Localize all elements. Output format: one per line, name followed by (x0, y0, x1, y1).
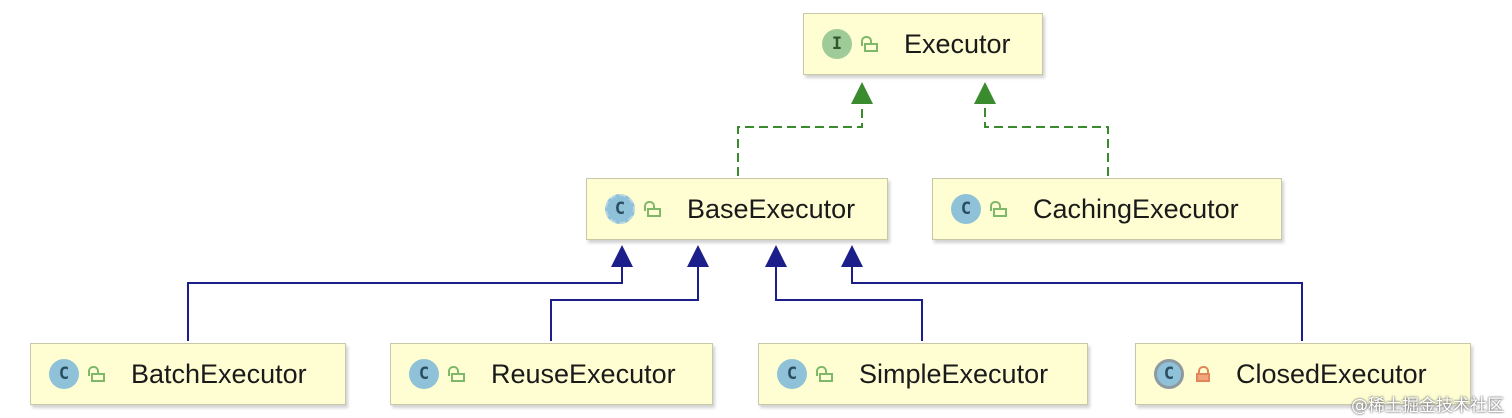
extends-edge-batch-executor (187, 245, 633, 341)
interface-icon: I (822, 29, 852, 59)
class-icon: C (951, 194, 981, 224)
extends-edge-closed-executor (841, 245, 1303, 341)
extends-edge-simple-executor (765, 245, 923, 341)
unlocked-icon (861, 36, 878, 52)
node-batch-executor[interactable]: C BatchExecutor (30, 343, 346, 405)
node-label: ReuseExecutor (491, 358, 676, 389)
class-icon: C (49, 359, 79, 389)
node-simple-executor[interactable]: C SimpleExecutor (758, 343, 1088, 405)
node-label: BatchExecutor (131, 358, 307, 389)
unlocked-icon (644, 201, 661, 217)
node-closed-executor[interactable]: C ClosedExecutor (1135, 343, 1471, 405)
unlocked-icon (990, 201, 1007, 217)
unlocked-icon (88, 366, 105, 382)
unlocked-icon (816, 366, 833, 382)
node-reuse-executor[interactable]: C ReuseExecutor (390, 343, 713, 405)
class-icon: C (409, 359, 439, 389)
final-class-icon: C (1154, 359, 1184, 389)
implements-edge-caching-executor (974, 82, 1109, 176)
node-caching-executor[interactable]: C CachingExecutor (932, 178, 1282, 240)
arrow-head (974, 82, 996, 104)
node-label: ClosedExecutor (1236, 358, 1427, 389)
node-label: BaseExecutor (687, 193, 856, 224)
arrow-head (841, 245, 863, 267)
lock-icon (1196, 366, 1210, 382)
node-label: Executor (904, 28, 1011, 59)
node-label: SimpleExecutor (859, 358, 1049, 389)
unlocked-icon (448, 366, 465, 382)
arrow-head (851, 82, 873, 104)
arrow-head (687, 245, 709, 267)
class-icon: C (777, 359, 807, 389)
node-executor[interactable]: I Executor (803, 13, 1043, 75)
implements-edge-base-executor (737, 82, 873, 176)
abstract-class-icon: C (605, 194, 635, 224)
watermark: @稀土掘金技术社区 (1351, 396, 1504, 416)
extends-edge-reuse-executor (550, 245, 709, 341)
node-label: CachingExecutor (1033, 193, 1239, 224)
node-base-executor[interactable]: C BaseExecutor (586, 178, 888, 240)
arrow-head (611, 245, 633, 267)
arrow-head (765, 245, 787, 267)
